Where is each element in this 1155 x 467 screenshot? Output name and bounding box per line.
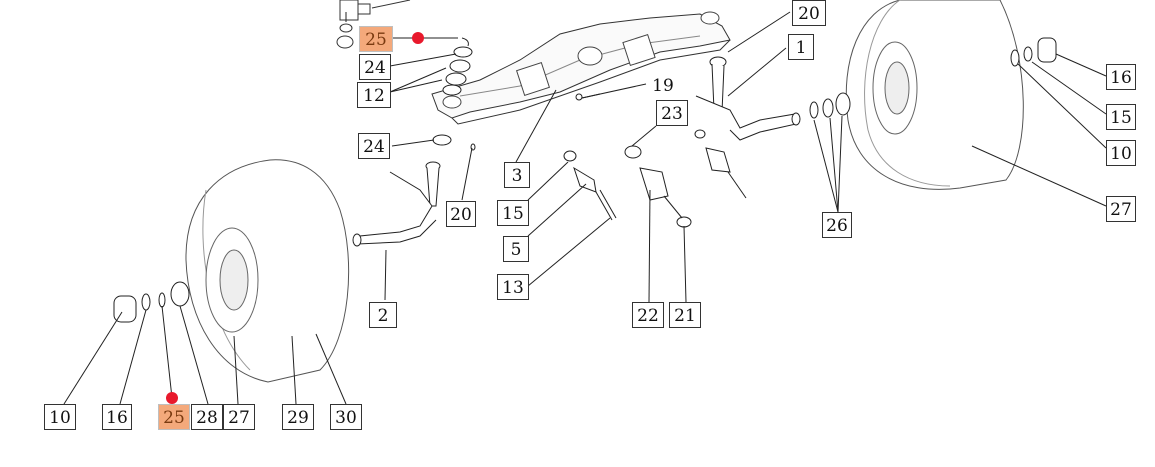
callout-1[interactable]: 1 [788, 34, 814, 60]
highlight-marker-bottom [166, 392, 178, 404]
highlight-marker-top [412, 32, 424, 44]
callout-15-right[interactable]: 15 [1106, 104, 1136, 130]
callout-12[interactable]: 12 [357, 82, 391, 108]
callout-10-right[interactable]: 10 [1106, 140, 1136, 166]
callout-20-top[interactable]: 20 [792, 0, 826, 26]
center-hardware [470, 93, 747, 228]
callout-27-right[interactable]: 27 [1106, 196, 1136, 222]
callout-19[interactable]: 19 [648, 72, 678, 98]
callout-21[interactable]: 21 [669, 302, 701, 328]
callout-26[interactable]: 26 [822, 212, 852, 238]
callout-10-left[interactable]: 10 [44, 404, 76, 430]
leader-lines [63, 11, 1107, 405]
tie-rod-end [336, 0, 411, 49]
callout-24-mid[interactable]: 24 [358, 133, 390, 159]
callout-20-mid[interactable]: 20 [446, 201, 476, 227]
callout-22[interactable]: 22 [632, 302, 664, 328]
left-spindle [336, 161, 441, 250]
callout-30[interactable]: 30 [330, 404, 362, 430]
callout-2[interactable]: 2 [369, 302, 397, 328]
callout-16-left[interactable]: 16 [102, 404, 132, 430]
washer-stack [432, 37, 473, 146]
callout-23[interactable]: 23 [656, 100, 688, 126]
callout-25-bottom[interactable]: 25 [158, 404, 190, 430]
right-spindle [695, 56, 801, 141]
callout-24-top[interactable]: 24 [359, 54, 391, 80]
callout-5[interactable]: 5 [503, 236, 529, 262]
callout-15-mid[interactable]: 15 [497, 200, 529, 226]
callout-13[interactable]: 13 [497, 274, 529, 300]
left-tire [113, 159, 350, 383]
callout-29[interactable]: 29 [282, 404, 314, 430]
callout-25-top[interactable]: 25 [359, 26, 393, 52]
callout-28[interactable]: 28 [191, 404, 223, 430]
callout-27-left[interactable]: 27 [223, 404, 255, 430]
callout-3[interactable]: 3 [504, 162, 530, 188]
callout-16-right[interactable]: 16 [1106, 64, 1136, 90]
right-tire [809, 0, 1057, 190]
axle-beam [431, 11, 731, 125]
